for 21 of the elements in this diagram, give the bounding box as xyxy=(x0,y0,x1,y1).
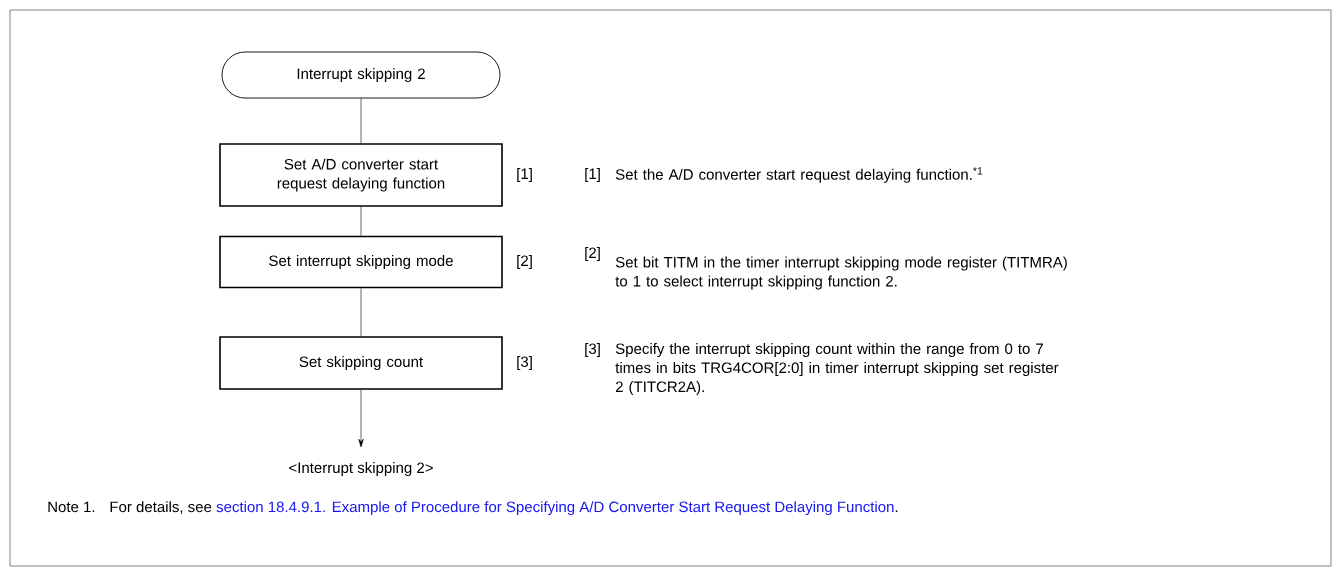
step-description: Set the A/D converter start request delaying function.$^{*1}$ xyxy=(615,167,983,183)
step-number: [1] xyxy=(517,168,532,182)
step-description: Set bit TITM in the timer interrupt skipping mode register (TITMRA) to 1 to select interrupt skipping function 2. xyxy=(615,256,1067,290)
arrow xyxy=(358,389,364,448)
connector-line xyxy=(360,98,362,144)
connector-line xyxy=(360,288,362,337)
step-number: [2] xyxy=(517,255,532,269)
step-number: [3] xyxy=(585,343,600,357)
note-label: Note 1. xyxy=(48,501,95,513)
step-number: [1] xyxy=(585,168,600,182)
process-box: Set interrupt skipping mode xyxy=(219,235,503,289)
link: section 18.4.9.1. Example of Procedure for Specifying A/D Converter Start Request Delaying Function xyxy=(216,501,894,516)
connector-line xyxy=(360,206,362,236)
step-number: [2] xyxy=(585,247,600,261)
note-text: For details, see section 18.4.9.1. Example of Procedure for Specifying A/D Converter Start Request Delaying Function . xyxy=(110,501,898,516)
process-box: Set A/D converter start request delaying function xyxy=(219,143,503,207)
caption: <Interrupt skipping 2> xyxy=(289,462,433,476)
step-description: Specify the interrupt skipping count within the range from 0 to 7 times in bits TRG4COR[2:0] in timer interrupt skipping set register 2 (TITCR2A). xyxy=(615,343,1059,395)
terminator: Interrupt skipping 2 xyxy=(221,51,501,99)
process-box: Set skipping count xyxy=(219,336,503,390)
step-number: [3] xyxy=(517,356,532,370)
